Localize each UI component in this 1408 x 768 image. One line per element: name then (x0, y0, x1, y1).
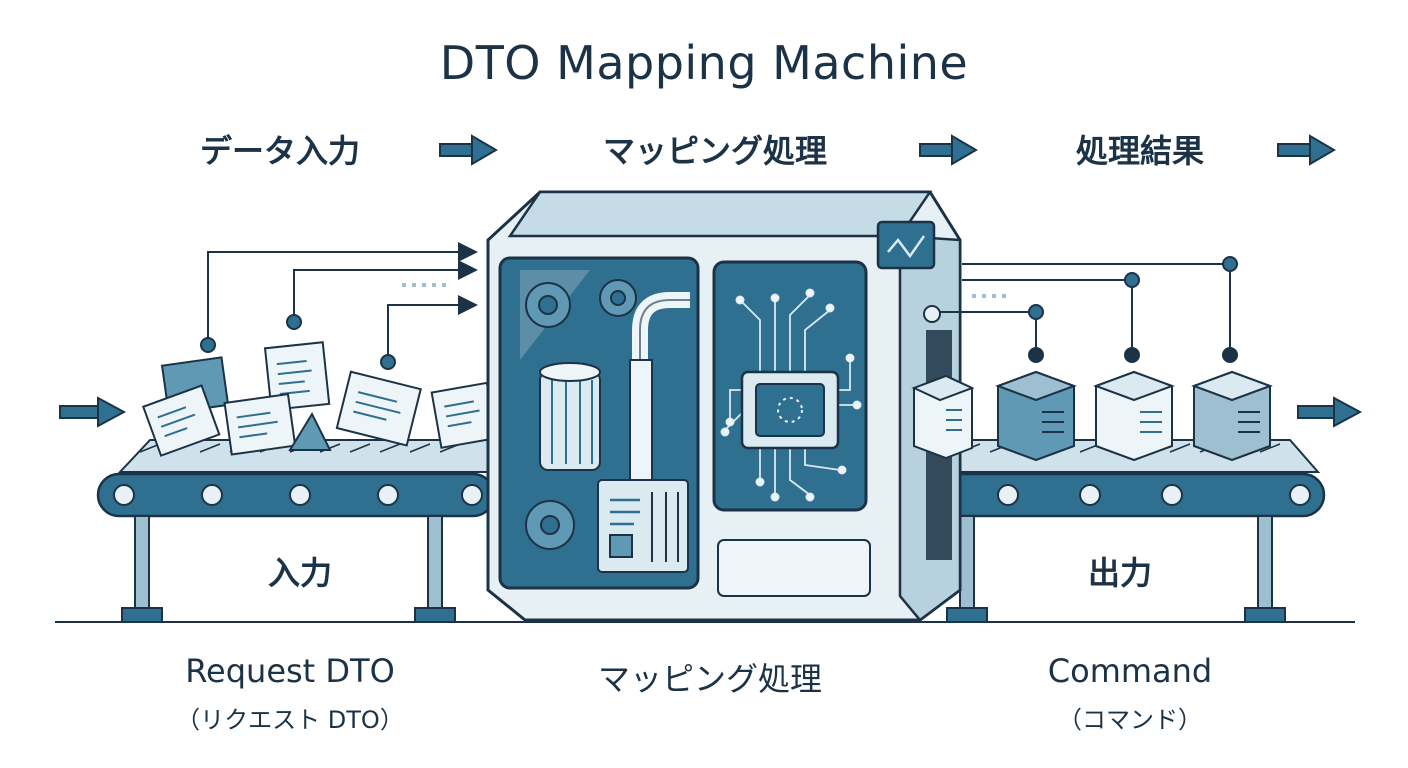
caption-mapping: マッピング処理 (597, 660, 822, 698)
request-documents (141, 341, 498, 457)
input-side-arrow (59, 396, 127, 428)
mapping-machine (486, 190, 962, 622)
output-connectors (940, 256, 1238, 363)
caption-command-jp: （コマンド） (1058, 706, 1202, 734)
step-label-mapping: マッピング処理 (602, 132, 827, 170)
command-boxes (911, 370, 1273, 462)
caption-command: Command (1047, 652, 1213, 690)
caption-request-dto: Request DTO (185, 652, 395, 690)
output-side-arrow (1297, 396, 1363, 428)
zone-label-output: 出力 (1087, 554, 1152, 592)
caption-request-dto-jp: （リクエスト DTO） (176, 706, 404, 734)
step-label-data-input: データ入力 (199, 132, 360, 170)
input-conveyor (96, 439, 496, 623)
input-connectors (200, 242, 478, 370)
output-conveyor (910, 439, 1326, 623)
flow-arrow-3 (1277, 134, 1336, 166)
step-label-result: 処理結果 (1075, 132, 1204, 170)
zone-label-input: 入力 (267, 554, 332, 592)
flow-arrow-1 (439, 134, 498, 166)
diagram-title: DTO Mapping Machine (439, 36, 969, 90)
flow-arrow-2 (919, 134, 978, 166)
